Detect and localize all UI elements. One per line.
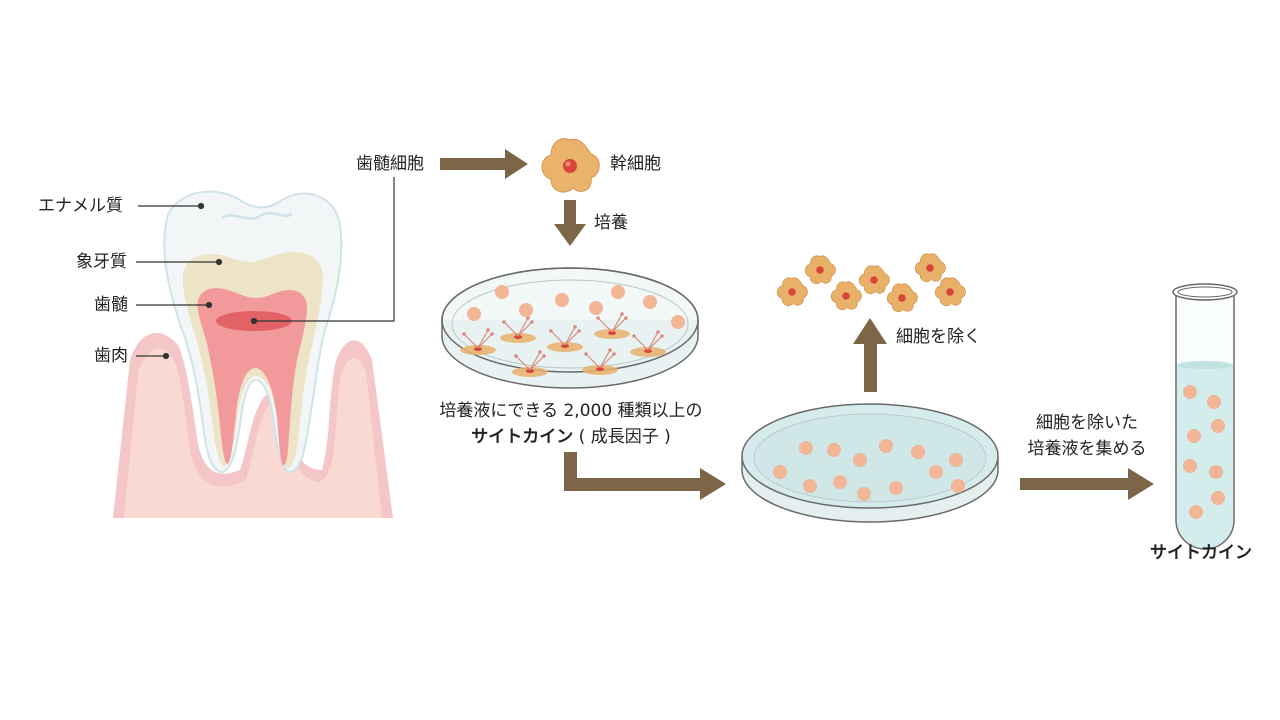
- cytokine-particle: [671, 315, 685, 329]
- flat-cell: [500, 316, 536, 343]
- arrow-to-tube: [1020, 468, 1154, 500]
- cytokine-particle: [833, 475, 847, 489]
- pulp-shape: [197, 288, 308, 466]
- removed-cell: [830, 281, 862, 311]
- dish-2-cytokines: [773, 439, 965, 501]
- cytokine-particle: [949, 453, 963, 467]
- cytokine-particle: [555, 293, 569, 307]
- collect-caption-line2: 培養液を集める: [1027, 439, 1147, 459]
- cytokine-particle: [799, 441, 813, 455]
- arrow-remove-cells-up: [853, 318, 887, 392]
- flat-cell: [512, 350, 548, 377]
- cytokine-particle: [467, 307, 481, 321]
- cytokine-particle: [1183, 459, 1197, 473]
- removed-cells: [776, 253, 966, 313]
- cytokine-term: サイトカイン: [471, 427, 574, 447]
- cytokine-caption-line2: サイトカイン ( 成長因子 ): [426, 424, 716, 450]
- flat-cell: [630, 330, 666, 357]
- cytokine-particle: [853, 453, 867, 467]
- cytokine-particle: [773, 465, 787, 479]
- cytokine-particle: [495, 285, 509, 299]
- label-enamel: エナメル質: [38, 196, 123, 216]
- removed-cell: [804, 255, 836, 285]
- dish-1-cells: [460, 312, 666, 377]
- cytokine-particle: [1209, 465, 1223, 479]
- cytokine-particle: [827, 443, 841, 457]
- collect-caption-line1: 細胞を除いた: [1036, 413, 1138, 433]
- cytokine-particle: [879, 439, 893, 453]
- label-stem-cell: 幹細胞: [610, 154, 661, 174]
- cytokine-particle: [643, 295, 657, 309]
- label-result-cytokine: サイトカイン: [1150, 543, 1252, 563]
- cytokine-particle: [1211, 419, 1225, 433]
- tooth-illustration: [113, 190, 393, 518]
- flat-cell: [594, 312, 630, 339]
- removed-cell: [858, 265, 890, 295]
- cytokine-particle: [857, 487, 871, 501]
- cytokine-caption-line1: 培養液にできる 2,000 種類以上の: [439, 401, 703, 421]
- stem-cell-icon: [541, 138, 600, 193]
- cytokine-particle: [589, 301, 603, 315]
- cytokine-particle: [1211, 491, 1225, 505]
- arrow-to-stem-cell: [440, 149, 528, 179]
- flat-cell: [547, 325, 583, 352]
- dish-1-cytokines: [467, 285, 685, 329]
- cytokine-particle: [519, 303, 533, 317]
- culture-dish-1: [441, 267, 699, 389]
- arrow-to-dish: [564, 452, 726, 500]
- cytokine-particle: [929, 465, 943, 479]
- label-remove-cells: 細胞を除く: [896, 327, 981, 347]
- cytokine-particle: [803, 479, 817, 493]
- cytokine-particle: [1183, 385, 1197, 399]
- cytokine-particle: [911, 445, 925, 459]
- arrow-culture-down: [554, 200, 586, 246]
- flat-cell: [460, 328, 496, 355]
- label-gum: 歯肉: [94, 346, 128, 366]
- label-pulp-cells: 歯髄細胞: [356, 154, 424, 174]
- cytokine-particle: [1187, 429, 1201, 443]
- test-tube: [1172, 283, 1238, 550]
- cytokine-particle: [1189, 505, 1203, 519]
- tooth-leader-lines: [136, 177, 395, 360]
- cytokine-particle: [951, 479, 965, 493]
- flow-arrows: [440, 149, 1154, 500]
- removed-cell: [914, 253, 946, 283]
- collect-caption: 細胞を除いた 培養液を集める: [1012, 410, 1162, 462]
- cytokine-particle: [889, 481, 903, 495]
- removed-cell: [934, 277, 966, 307]
- removed-cell: [886, 283, 918, 313]
- label-dentin: 象牙質: [76, 252, 127, 272]
- cytokine-particle: [1207, 395, 1221, 409]
- cytokine-caption: 培養液にできる 2,000 種類以上の サイトカイン ( 成長因子 ): [426, 398, 716, 450]
- label-pulp: 歯髄: [94, 295, 128, 315]
- removed-cell: [776, 277, 808, 307]
- label-culture: 培養: [594, 213, 628, 233]
- tube-cytokines: [1183, 385, 1225, 519]
- growth-factor-note: ( 成長因子 ): [578, 427, 671, 447]
- flat-cell: [582, 348, 618, 375]
- cytokine-particle: [611, 285, 625, 299]
